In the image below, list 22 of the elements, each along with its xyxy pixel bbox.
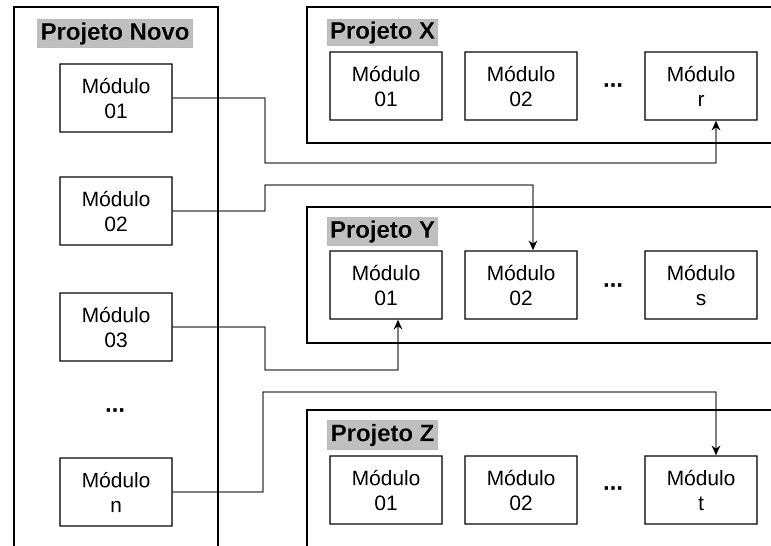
module-box: Módulo 01 — [329, 51, 443, 121]
module-box: Módulo 01 — [329, 250, 443, 320]
module-box: Módulo r — [644, 51, 758, 121]
module-box: Módulo 02 — [464, 51, 578, 121]
heading-label: Projeto Novo — [37, 19, 193, 48]
module-box: Módulo 03 — [59, 292, 173, 362]
heading-label: Projeto Y — [327, 217, 438, 246]
module-box: Módulo 02 — [464, 455, 578, 525]
module-box: Módulo 01 — [59, 63, 173, 133]
ellipsis-label: ... — [604, 486, 622, 490]
module-box: Módulo n — [59, 457, 173, 527]
module-box: Módulo 01 — [329, 455, 443, 525]
ellipsis-label: ... — [106, 408, 124, 412]
module-box: Módulo t — [644, 455, 758, 525]
connector-arrow — [172, 392, 721, 492]
module-box: Módulo 02 — [464, 250, 578, 320]
module-box: Módulo s — [644, 250, 758, 320]
module-box: Módulo 02 — [59, 176, 173, 246]
ellipsis-label: ... — [604, 83, 622, 87]
ellipsis-label: ... — [604, 283, 622, 287]
heading-label: Projeto X — [327, 19, 438, 46]
heading-label: Projeto Z — [327, 420, 438, 450]
